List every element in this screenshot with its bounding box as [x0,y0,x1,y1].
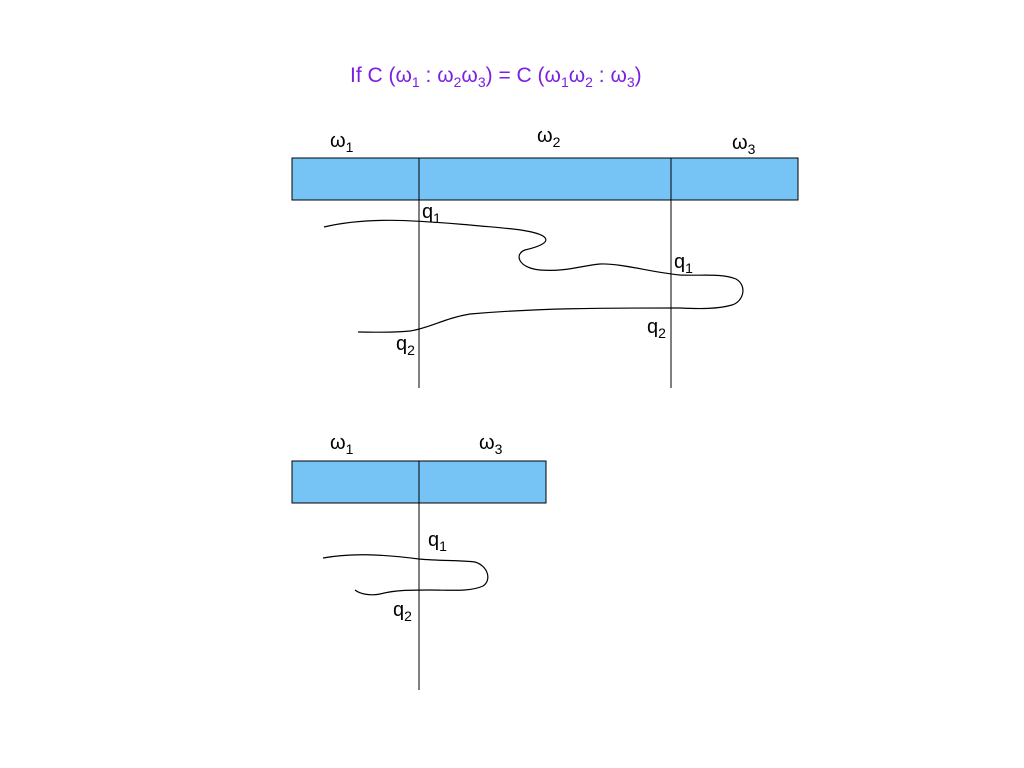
top-segment-omega3 [670,157,799,201]
title-omega1-sub: 1 [412,74,420,90]
title-omega3-sub: 3 [478,74,486,90]
top-label-omega2: ω2 [537,125,561,150]
top-segment-omega2 [418,157,672,201]
title-omega1: ω [396,64,412,87]
title-omega2: ω [437,64,453,87]
title-omega2b-sub: 2 [585,74,593,90]
title-colon2: : [593,64,611,87]
top-label-q2-right: q2 [647,316,666,341]
title-if-c: If C ( [350,64,396,87]
top-label-q1-right: q1 [674,251,693,276]
top-label-omega1: ω1 [330,130,354,155]
top-diagram: ω1 ω2 ω3 q1 q1 q2 q2 [291,125,799,388]
title-omega1b: ω [545,64,561,87]
title-close: ) [635,64,642,87]
title-omega3: ω [461,64,477,87]
title-omega1b-sub: 1 [561,74,569,90]
bottom-curve [322,554,489,596]
title-omega3b: ω [610,64,626,87]
bottom-label-omega3: ω3 [479,432,503,457]
bottom-label-omega1: ω1 [330,432,354,457]
title-omega2b: ω [569,64,585,87]
bottom-label-q2: q2 [393,599,412,624]
title-omega3b-sub: 3 [627,74,635,90]
title-formula: If C (ω1 : ω2ω3) = C (ω1ω2 : ω3) [350,64,642,90]
bottom-segment-omega1 [291,460,420,504]
title-omega2-sub: 2 [454,74,462,90]
top-segment-omega1 [291,157,420,201]
top-curve [323,219,744,333]
top-label-q1-left: q1 [422,201,441,226]
title-eq-c: ) = C ( [486,64,545,87]
title-colon1: : [420,64,438,87]
top-label-omega3: ω3 [732,132,756,157]
bottom-label-q1: q1 [428,529,447,554]
top-label-q2-left: q2 [396,333,415,358]
bottom-segment-omega3 [418,460,547,504]
bottom-diagram: ω1 ω3 q1 q2 [291,432,547,690]
